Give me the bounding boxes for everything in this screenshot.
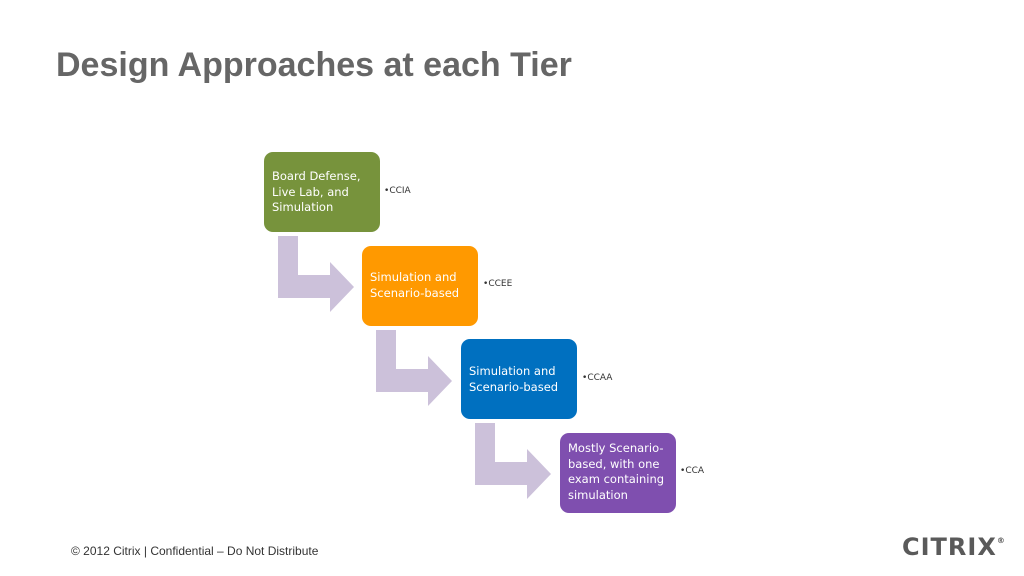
tier-box-3-text: Simulation and Scenario-based <box>469 364 559 394</box>
tier-box-1-text: Board Defense, Live Lab, and Simulation <box>272 169 361 214</box>
tier-bullet-3: •CCAA <box>582 373 613 383</box>
slide-title: Design Approaches at each Tier <box>56 46 572 84</box>
tier-bullet-3-text: CCAA <box>587 373 613 383</box>
bent-arrow-3 <box>475 423 551 499</box>
tier-box-4-text: Mostly Scenario-based, with one exam con… <box>568 441 665 502</box>
tier-box-3: Simulation and Scenario-based <box>461 339 577 419</box>
bent-arrow-1 <box>278 236 354 312</box>
tier-bullet-2-text: CCEE <box>488 279 513 289</box>
citrix-logo: CITRIX® <box>902 533 1005 561</box>
citrix-logo-text: CITRIX <box>902 533 997 561</box>
tier-box-4: Mostly Scenario-based, with one exam con… <box>560 433 676 513</box>
tier-bullet-1: •CCIA <box>384 186 411 196</box>
tier-box-2: Simulation and Scenario-based <box>362 246 478 326</box>
tier-box-2-text: Simulation and Scenario-based <box>370 270 460 300</box>
tier-bullet-4-text: CCA <box>685 466 705 476</box>
tier-bullet-4: •CCA <box>680 466 705 476</box>
tier-box-1: Board Defense, Live Lab, and Simulation <box>264 152 380 232</box>
tier-bullet-2: •CCEE <box>483 279 513 289</box>
tier-bullet-1-text: CCIA <box>389 186 411 196</box>
registered-mark: ® <box>996 536 1005 545</box>
footer-copyright: © 2012 Citrix | Confidential – Do Not Di… <box>71 544 319 558</box>
bent-arrow-2 <box>376 330 452 406</box>
